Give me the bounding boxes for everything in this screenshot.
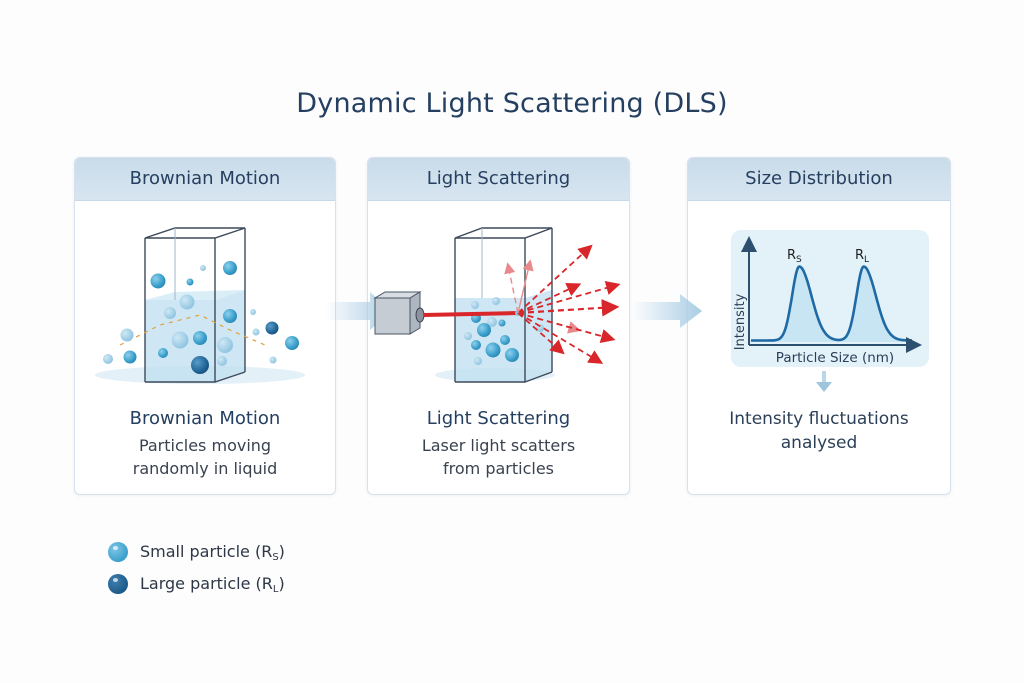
small-particle-icon: [108, 542, 128, 562]
panel-header: Size Distribution: [688, 158, 950, 201]
legend-item-large-particle: Large particle (RL): [108, 568, 285, 600]
caption-line-1: Laser light scatters: [421, 436, 576, 455]
panel-light-scattering: Light Scattering Light Scattering Laser …: [367, 157, 630, 495]
caption-line-1: Intensity fluctuations: [729, 409, 909, 429]
panel-brownian-motion: Brownian Motion Brownian Motion Particle…: [74, 157, 336, 495]
legend-label: Small particle (RS): [140, 541, 285, 563]
page-title: Dynamic Light Scattering (DLS): [296, 88, 728, 119]
panel-header: Brownian Motion: [75, 158, 335, 201]
panel-header: Light Scattering: [368, 158, 629, 201]
large-particle-icon: [108, 574, 128, 594]
legend: Small particle (RS) Large particle (RL): [108, 536, 285, 600]
panel-size-distribution: Size Distribution Intensity fluctuations…: [687, 157, 951, 495]
caption-title: Light Scattering: [426, 408, 571, 429]
caption-title: Brownian Motion: [129, 408, 281, 429]
caption-line-2: analysed: [780, 433, 858, 453]
legend-label: Large particle (RL): [140, 573, 285, 595]
caption-line-2: from particles: [443, 459, 554, 478]
caption-line-2: randomly in liquid: [132, 459, 278, 478]
legend-item-small-particle: Small particle (RS): [108, 536, 285, 568]
caption-line-1: Particles moving: [138, 436, 272, 455]
